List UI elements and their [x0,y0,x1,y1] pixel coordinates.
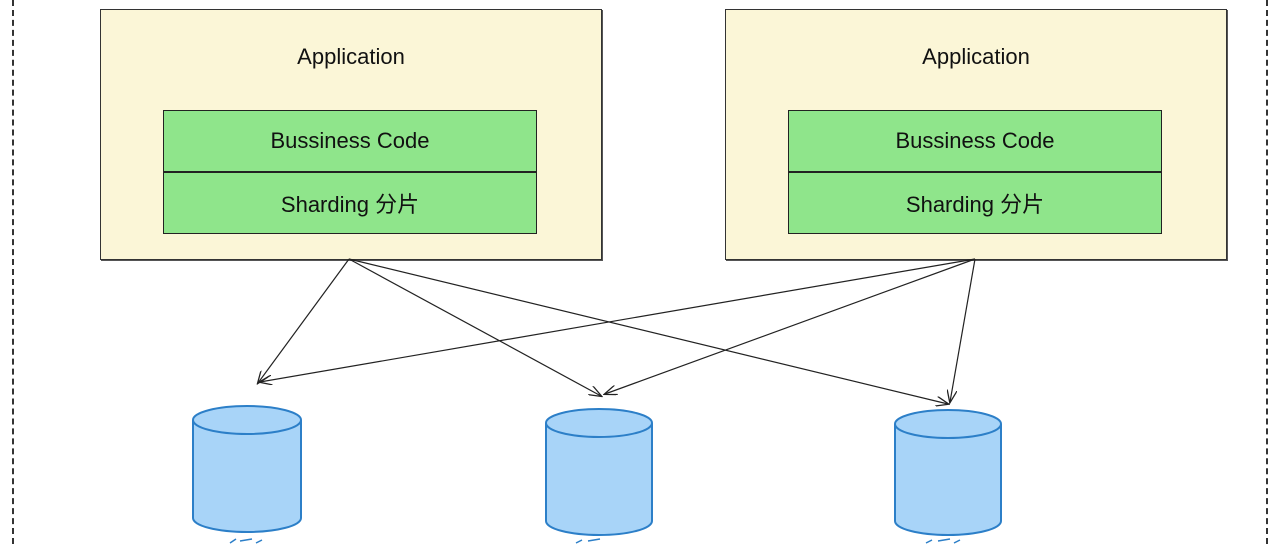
application-box-2: Application Bussiness Code Sharding 分片 [725,9,1227,260]
database-cylinder-2 [545,408,653,536]
db-label-fragment-3 [925,538,961,544]
arrow-app2-db1 [260,258,976,382]
database-cylinder-1 [192,405,302,533]
arrow-app1-db2 [348,258,601,396]
dashed-frame-right [1266,0,1268,544]
sharding-layer: Sharding 分片 [163,172,537,234]
arrow-app2-db3 [950,258,976,402]
application-title: Application [922,44,1030,69]
sharding-layer: Sharding 分片 [788,172,1162,234]
application-box-1: Application Bussiness Code Sharding 分片 [100,9,602,260]
db-label-fragment-2 [575,538,601,544]
business-code-layer: Bussiness Code [788,110,1162,172]
application-title: Application [297,44,405,69]
arrow-app1-db3 [348,258,948,404]
arrow-app1-db1 [258,258,350,383]
database-cylinder-3 [894,409,1002,536]
business-code-layer: Bussiness Code [163,110,537,172]
arrow-app2-db2 [605,258,976,394]
db-label-fragment-1 [229,538,263,544]
dashed-frame-left [12,0,14,544]
